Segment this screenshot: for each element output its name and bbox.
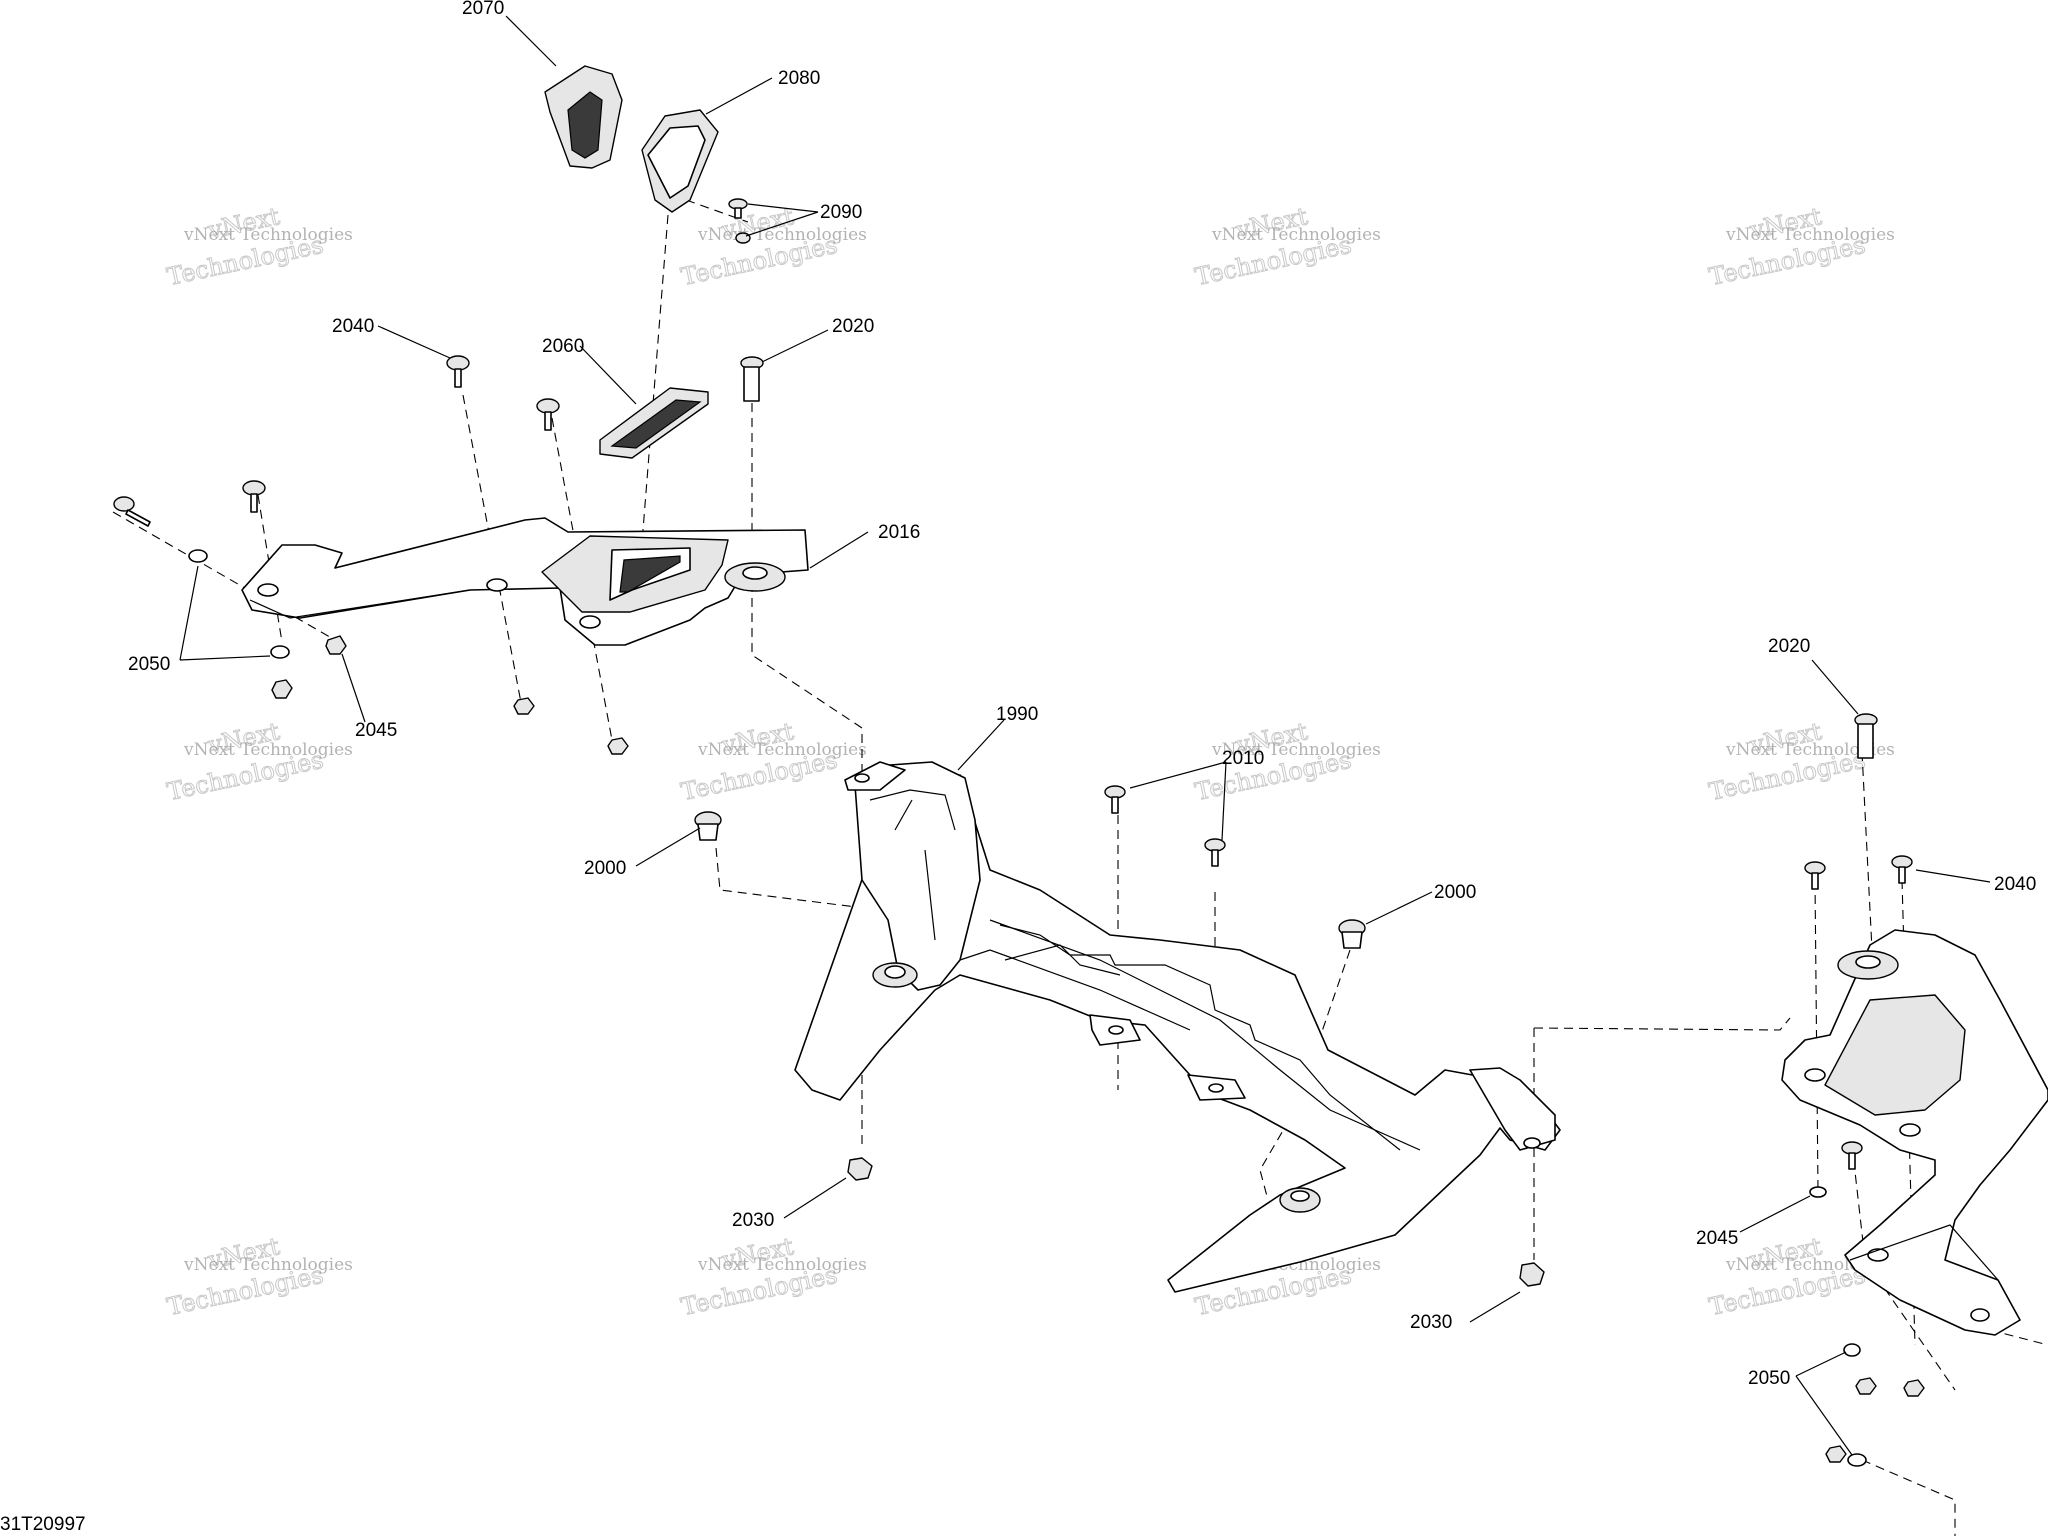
callout-2040: 2040 (332, 316, 374, 337)
callout-2045: 2045 (355, 720, 397, 741)
watermark: Technologies vNext vNext Technologies (164, 1232, 353, 1322)
watermark: Technologies vNext vNext Technologies (678, 1232, 867, 1322)
callout-2000: 2000 (1434, 882, 1476, 903)
watermark-text: vNext Technologies (183, 740, 353, 760)
clip-2000 (1338, 919, 1366, 949)
washer (1843, 1343, 1861, 1357)
watermark: Technologies vNext vNext Technologies (164, 717, 353, 807)
clip-2000 (694, 811, 722, 841)
pad-2060 (599, 387, 709, 459)
watermark: Technologies vNext vNext Technologies (1192, 202, 1381, 292)
watermark-group: Technologies vNext vNext Technologies Te… (164, 202, 1895, 1322)
callout-2020: 2020 (1768, 636, 1810, 657)
leader-lines (179, 15, 1991, 1456)
callout-2050: 2050 (1748, 1368, 1790, 1389)
watermark-text: vNext Technologies (697, 1255, 867, 1275)
callout-2050: 2050 (128, 654, 170, 675)
watermark: Technologies vNext vNext Technologies (678, 717, 867, 807)
callout-2090: 2090 (820, 202, 862, 223)
screw-2010 (1104, 785, 1126, 814)
watermark-text: vNext Technologies (1725, 740, 1895, 760)
watermark-text: vNext Technologies (697, 225, 867, 245)
callout-1990: 1990 (996, 704, 1038, 725)
nut (513, 697, 535, 715)
nut (1903, 1379, 1925, 1397)
figure-id: 31T20997 (0, 1514, 86, 1535)
nut (607, 737, 629, 755)
watermark: Technologies vNext vNext Technologies (164, 202, 353, 292)
bracket-right (1781, 929, 2048, 1336)
washer (188, 549, 208, 563)
callout-2010: 2010 (1222, 748, 1264, 769)
cap-2070 (544, 65, 623, 169)
watermark: Technologies vNext vNext Technologies (1192, 717, 1381, 807)
screw-2010 (1204, 838, 1226, 867)
screw (242, 480, 266, 513)
hardware-center (694, 785, 1545, 1287)
screw-2040 (1891, 855, 1913, 884)
cap-2080 (641, 109, 719, 213)
nut (1825, 1445, 1847, 1463)
callout-2030: 2030 (732, 1210, 774, 1231)
nut (1855, 1377, 1877, 1395)
watermark: Technologies vNext vNext Technologies (1706, 202, 1895, 292)
callout-2070: 2070 (462, 0, 504, 19)
bolt-2020 (1854, 713, 1878, 759)
screw-2040 (1804, 861, 1826, 890)
washer (1847, 1453, 1867, 1467)
callout-2020: 2020 (832, 316, 874, 337)
screw-2090 (728, 198, 751, 244)
watermark-text: vNext Technologies (183, 225, 353, 245)
nut (325, 635, 347, 655)
hardware-left (113, 355, 764, 755)
bolt (740, 356, 764, 402)
screw (113, 496, 151, 527)
nut (271, 679, 293, 699)
callout-2016: 2016 (878, 522, 920, 543)
washer-2045 (1809, 1186, 1827, 1198)
frame-1990 (794, 761, 1561, 1293)
screw (1841, 1141, 1863, 1170)
watermark-text: vNext Technologies (697, 740, 867, 760)
watermark-text: vNext Technologies (183, 1255, 353, 1275)
hardware-right (1804, 713, 1925, 1467)
callout-2040: 2040 (1994, 874, 2036, 895)
nut-2030 (1519, 1262, 1545, 1287)
screw (536, 398, 560, 431)
washer (270, 645, 290, 659)
nut-2030 (847, 1157, 873, 1181)
callout-2080: 2080 (778, 68, 820, 89)
watermark-text: vNext Technologies (1725, 225, 1895, 245)
assembly-lines (112, 194, 2048, 1536)
watermark-text: vNext Technologies (1211, 225, 1381, 245)
callout-2060: 2060 (542, 336, 584, 357)
callout-2045: 2045 (1696, 1228, 1738, 1249)
callout-2030: 2030 (1410, 1312, 1452, 1333)
watermark-text: vNext Technologies (1211, 740, 1381, 760)
bracket-2016 (241, 517, 809, 646)
screw (446, 355, 470, 388)
callout-2000: 2000 (584, 858, 626, 879)
